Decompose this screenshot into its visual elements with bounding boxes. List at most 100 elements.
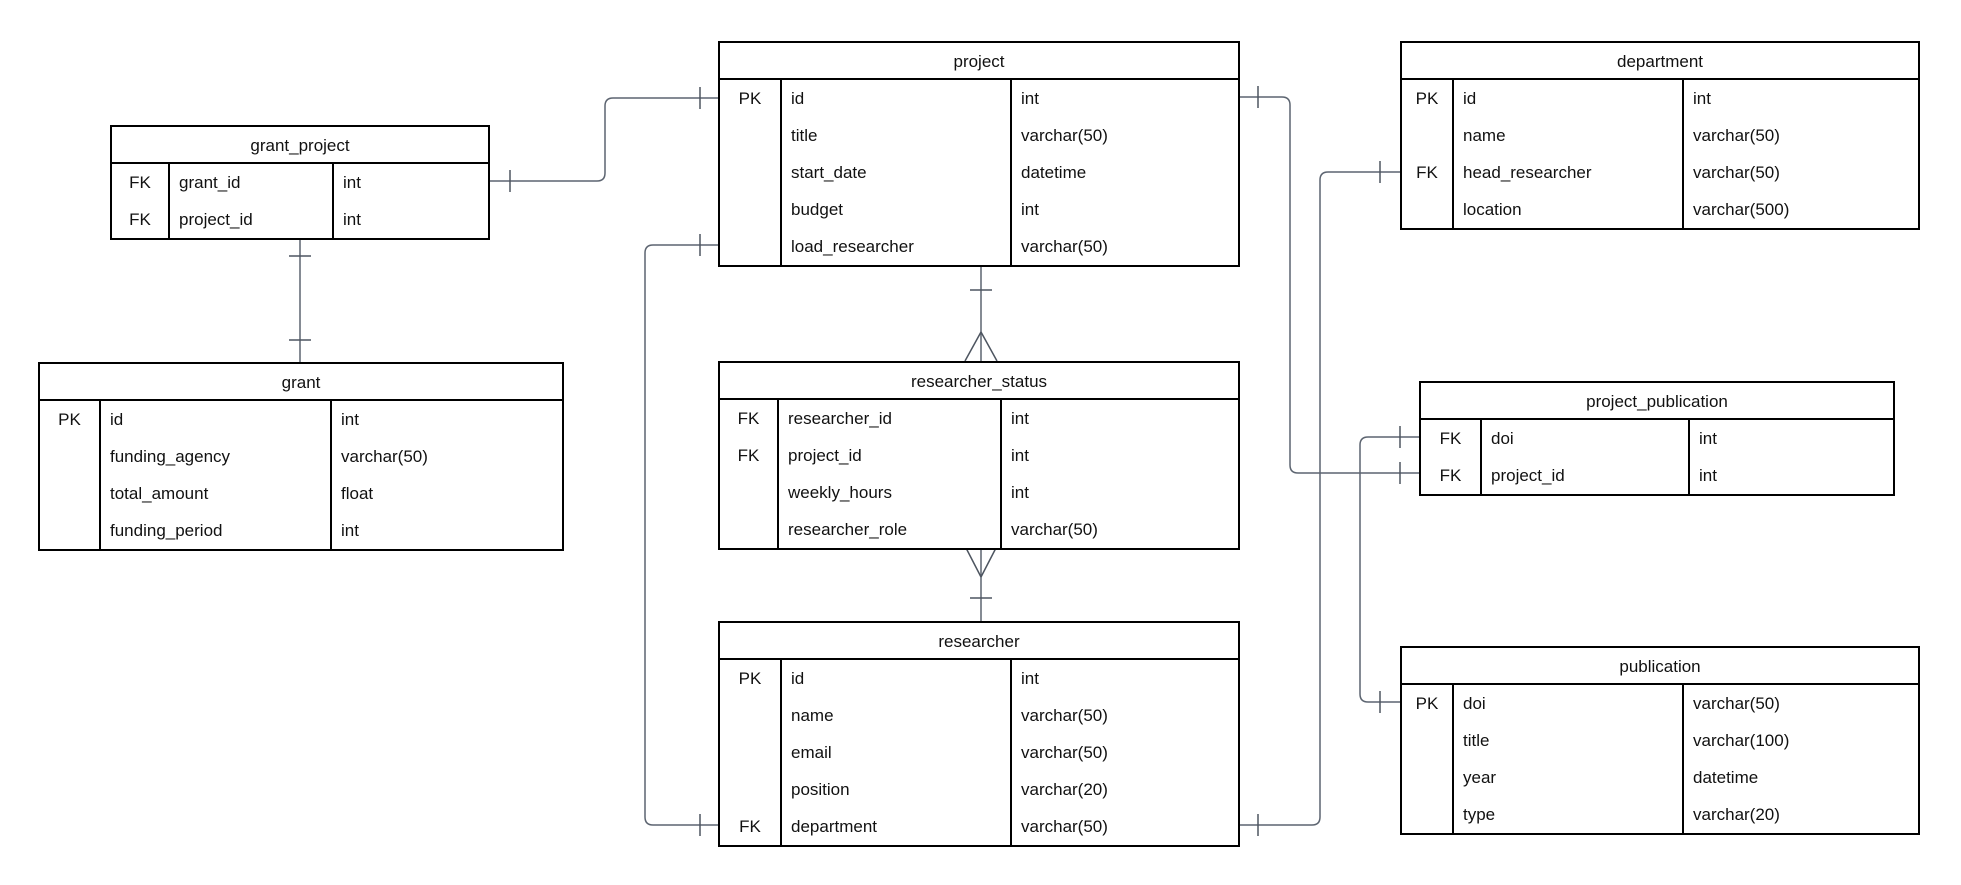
table-row: position varchar(20) <box>720 771 1238 808</box>
table-row: FK project_id int <box>720 437 1238 474</box>
field-type: varchar(20) <box>1693 805 1780 824</box>
table-row: weekly_hours int <box>720 474 1238 511</box>
field-type: int <box>1021 89 1039 108</box>
table-row: PK id int <box>720 80 1238 117</box>
field-type: varchar(50) <box>1011 520 1098 539</box>
entity-table-grant-project[interactable]: grant_project FK grant_id int FK project… <box>110 125 490 240</box>
field-name: project_id <box>779 437 1002 474</box>
table-title: project <box>720 43 1238 80</box>
entity-table-grant[interactable]: grant PK id int funding_agency varchar(5… <box>38 362 564 551</box>
field-type: float <box>341 484 374 503</box>
table-title: grant <box>40 364 562 401</box>
table-title: department <box>1402 43 1918 80</box>
field-name: name <box>1454 117 1684 154</box>
entity-table-project-publication[interactable]: project_publication FK doi int FK projec… <box>1419 381 1895 496</box>
field-name: id <box>782 660 1012 697</box>
table-row: PK id int <box>720 660 1238 697</box>
key-badge <box>1402 759 1454 796</box>
entity-table-project[interactable]: project PK id int title varchar(50) star… <box>718 41 1240 267</box>
field-name: funding_period <box>101 512 332 549</box>
key-badge <box>720 228 782 265</box>
field-name: researcher_id <box>779 400 1002 437</box>
key-badge: PK <box>40 401 101 438</box>
field-name: doi <box>1454 685 1684 722</box>
key-badge <box>1402 117 1454 154</box>
field-type: datetime <box>1021 163 1087 182</box>
relationship-project-researcherstatus[interactable] <box>964 264 998 362</box>
key-badge <box>720 511 779 548</box>
key-badge <box>720 154 782 191</box>
key-badge <box>720 474 779 511</box>
field-name: budget <box>782 191 1012 228</box>
key-badge: FK <box>112 201 170 238</box>
field-name: email <box>782 734 1012 771</box>
cardinality-many-crowfoot <box>964 331 998 362</box>
entity-table-researcher-status[interactable]: researcher_status FK researcher_id int F… <box>718 361 1240 550</box>
field-name: type <box>1454 796 1684 833</box>
key-badge <box>40 475 101 512</box>
field-name: project_id <box>170 201 334 238</box>
table-row: FK department varchar(50) <box>720 808 1238 845</box>
field-type: varchar(100) <box>1693 731 1790 750</box>
table-row: title varchar(50) <box>720 117 1238 154</box>
field-type: varchar(50) <box>1021 126 1108 145</box>
table-row: PK id int <box>1402 80 1918 117</box>
key-badge <box>1402 191 1454 228</box>
entity-table-department[interactable]: department PK id int name varchar(50) FK… <box>1400 41 1920 230</box>
key-badge <box>40 512 101 549</box>
field-type: varchar(50) <box>1693 163 1780 182</box>
key-badge <box>720 191 782 228</box>
field-name: title <box>1454 722 1684 759</box>
field-type: int <box>1021 669 1039 688</box>
relationship-project-researcher[interactable] <box>644 234 718 836</box>
table-row: total_amount float <box>40 475 562 512</box>
field-name: head_researcher <box>1454 154 1684 191</box>
field-name: weekly_hours <box>779 474 1002 511</box>
key-badge: FK <box>1402 154 1454 191</box>
field-name: department <box>782 808 1012 845</box>
relationship-researcherstatus-researcher[interactable] <box>964 545 998 621</box>
relationship-projectpublication-publication[interactable] <box>1359 426 1419 713</box>
table-row: name varchar(50) <box>720 697 1238 734</box>
relationship-researcher-department[interactable] <box>1240 161 1400 836</box>
table-row: FK doi int <box>1421 420 1893 457</box>
field-name: id <box>101 401 332 438</box>
table-title: researcher <box>720 623 1238 660</box>
field-type: int <box>343 210 361 229</box>
key-badge <box>720 117 782 154</box>
relationship-grantproject-grant[interactable] <box>289 236 311 362</box>
field-name: position <box>782 771 1012 808</box>
entity-table-publication[interactable]: publication PK doi varchar(50) title var… <box>1400 646 1920 835</box>
field-type: datetime <box>1693 768 1759 787</box>
table-row: funding_agency varchar(50) <box>40 438 562 475</box>
field-type: int <box>1699 466 1717 485</box>
field-type: int <box>341 410 359 429</box>
entity-table-researcher[interactable]: researcher PK id int name varchar(50) em… <box>718 621 1240 847</box>
field-name: researcher_role <box>779 511 1002 548</box>
field-name: id <box>782 80 1012 117</box>
table-row: funding_period int <box>40 512 562 549</box>
relationship-grantproject-project[interactable] <box>490 87 718 192</box>
key-badge <box>720 771 782 808</box>
relationship-project-projectpublication[interactable] <box>1240 86 1419 484</box>
field-type: varchar(20) <box>1021 780 1108 799</box>
table-row: type varchar(20) <box>1402 796 1918 833</box>
table-row: location varchar(500) <box>1402 191 1918 228</box>
table-row: budget int <box>720 191 1238 228</box>
field-type: int <box>1011 446 1029 465</box>
table-row: title varchar(100) <box>1402 722 1918 759</box>
field-type: varchar(50) <box>1693 126 1780 145</box>
table-title: project_publication <box>1421 383 1893 420</box>
table-row: researcher_role varchar(50) <box>720 511 1238 548</box>
field-name: doi <box>1482 420 1690 457</box>
key-badge: PK <box>720 80 782 117</box>
key-badge: FK <box>112 164 170 201</box>
key-badge: FK <box>720 437 779 474</box>
table-row: FK project_id int <box>112 201 488 238</box>
field-type: varchar(50) <box>1693 694 1780 713</box>
field-type: varchar(50) <box>1021 237 1108 256</box>
field-type: varchar(50) <box>1021 706 1108 725</box>
field-type: varchar(50) <box>1021 817 1108 836</box>
